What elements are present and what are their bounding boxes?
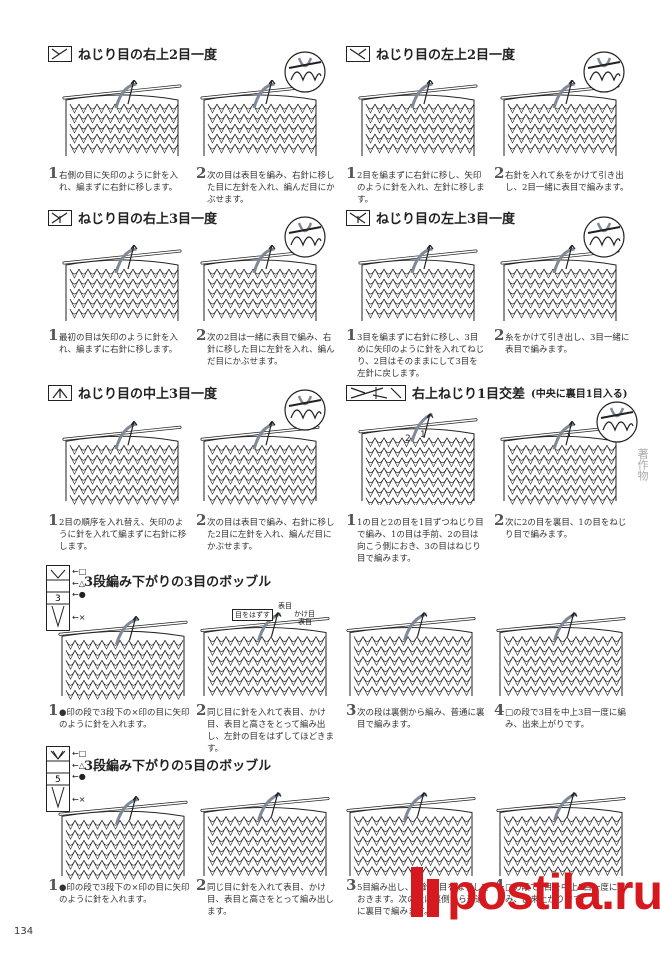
knit-symbol-icon [346,45,370,62]
illustration-s5-1 [62,420,182,505]
knit-symbol-icon [48,45,72,62]
illustration-s2-1 [358,80,478,156]
illustration-s7-2 [200,612,330,697]
label-yarn-over: かけ目 [294,610,315,618]
illustration-s7-1 [58,615,188,700]
detail-inset-s5 [284,389,326,431]
strand-label-2: 2 [405,434,411,444]
label-knit-2: 表目 [298,618,312,626]
section-title-s7: 3段編み下がりの3目のボッブル [84,575,272,590]
logo-bars-icon [411,867,439,917]
step-s7-1: 1●印の段で3段下の×印の目に矢印のように針を入れます。 [48,701,190,731]
knit-symbol-icon [48,384,72,401]
chart-row-markers-5: ←□←△ ←● ←× [72,749,87,804]
step-s7-4: 4□の段で3目を中上3目一度に編み、出来上がりです。 [494,701,626,731]
svg-text:3: 3 [55,594,61,604]
strand-label-1: 1 [420,430,426,440]
illustration-s8-3 [346,792,476,877]
detail-inset-s4 [583,216,625,258]
section-title-s5: ねじり目の中上3目一度 [48,383,217,402]
illustration-s7-3 [346,612,476,697]
illustration-s1-1 [62,80,182,156]
copyright-watermark: 著作物 [636,448,649,481]
detail-inset-s6 [596,401,638,443]
section-title-s4: ねじり目の左上3目一度 [346,208,515,227]
section-title-s6: 右上ねじり1目交差 (中央に裏目1目入る) [346,383,627,402]
knit-symbol-icon [346,209,370,226]
svg-text:5: 5 [55,775,61,785]
detail-inset-s3 [284,216,326,258]
step-s8-1: 1●印の段で3段下の×印の目に矢印のように針を入れます。 [48,876,190,906]
section-title-s2: ねじり目の左上2目一度 [346,44,515,63]
illustration-s7-4 [496,612,626,697]
detail-inset-s2 [583,51,625,93]
section-title-s3: ねじり目の右上3目一度 [48,208,217,227]
page-number: 134 [14,926,34,937]
illustration-s5-2 [200,420,320,505]
illustration-s3-2 [200,245,320,321]
strand-label-3: 3 [565,430,571,440]
illustration-s6-2 [500,420,620,505]
section-title-s8: 3段編み下がりの5目のボッブル [84,759,272,774]
illustration-s8-2 [200,792,330,877]
illustration-s8-4 [496,792,626,877]
label-drop-stitch: 目をはずす [232,609,273,621]
illustration-s3-1 [62,245,182,321]
step-s8-4: 4□の段で5目を中上5目一度に編み、出来上がりです。 [494,876,626,906]
label-knit: 表目 [278,602,292,610]
illustration-s6-1 [358,412,478,505]
bobble-chart-5: 5 [46,746,70,812]
section-title-s1: ねじり目の右上2目一度 [48,44,217,63]
chart-row-markers-3: ←□←△ ←● ←× [72,567,87,622]
detail-inset-s1 [284,51,326,93]
illustration-s4-1 [358,245,478,321]
knit-cross-symbol-icon [346,384,406,401]
site-logo[interactable]: postila.ru [411,863,660,921]
knit-symbol-icon [48,209,72,226]
bobble-chart-3: 3 [46,565,70,631]
illustration-s8-1 [58,795,188,880]
